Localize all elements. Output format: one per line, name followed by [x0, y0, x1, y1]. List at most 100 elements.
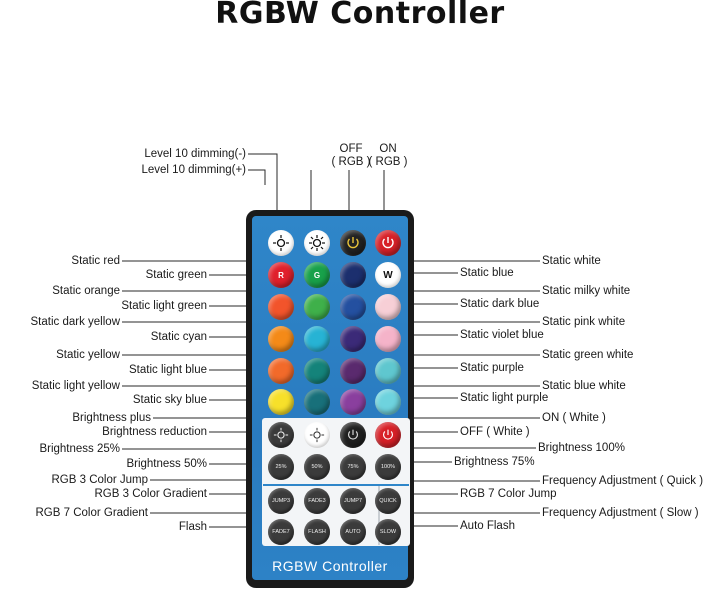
brightness-down-icon: [273, 235, 289, 251]
static-dark-yellow-button[interactable]: [268, 326, 294, 352]
static-green-white-button[interactable]: [375, 358, 401, 384]
jump7-button[interactable]: JUMP7: [340, 488, 366, 514]
label-static-green-white: Static green white: [542, 349, 634, 361]
label-static-light-green: Static light green: [121, 300, 207, 312]
jump3-button[interactable]: JUMP3: [268, 488, 294, 514]
power-icon: [382, 237, 394, 249]
static-orange-button[interactable]: [268, 294, 294, 320]
on-rgb-button[interactable]: [375, 230, 401, 256]
brightness-plus-button[interactable]: [268, 422, 294, 448]
static-pink-white-button[interactable]: [375, 326, 401, 352]
label-rgb3-gradient: RGB 3 Color Gradient: [94, 488, 208, 500]
label-auto-flash: Auto Flash: [460, 520, 515, 532]
label-brightness-reduction: Brightness reduction: [102, 426, 207, 438]
label-flash: Flash: [178, 521, 207, 533]
brightness-reduction-button[interactable]: [304, 422, 330, 448]
button-label: QUICK: [379, 498, 397, 504]
static-blue-white-button[interactable]: [375, 389, 401, 415]
flash-button[interactable]: FLASH: [304, 519, 330, 545]
label-on-rgb: ON ( RGB ): [368, 143, 408, 168]
label-static-blue-white: Static blue white: [542, 380, 626, 392]
button-label: FADE7: [272, 529, 290, 535]
brightness-up-icon: [273, 427, 289, 443]
label-static-red: Static red: [71, 255, 120, 267]
button-label: SLOW: [379, 529, 397, 535]
level-minus-button[interactable]: [268, 230, 294, 256]
power-icon: [347, 237, 359, 249]
static-light-purple-button[interactable]: [340, 389, 366, 415]
slow-button[interactable]: SLOW: [375, 519, 401, 545]
label-off-rgb: OFF ( RGB ): [331, 143, 371, 168]
static-white-button[interactable]: W: [375, 262, 401, 288]
static-light-blue-button[interactable]: [304, 358, 330, 384]
label-level-plus: Level 10 dimming(+): [141, 164, 246, 176]
off-white-button[interactable]: [340, 422, 366, 448]
panel-divider: [263, 484, 409, 486]
level-plus-button[interactable]: [304, 230, 330, 256]
static-light-green-button[interactable]: [304, 294, 330, 320]
label-static-green: Static green: [145, 269, 207, 281]
label-brightness-100: Brightness 100%: [538, 442, 625, 454]
button-label: JUMP7: [343, 498, 363, 504]
static-cyan-button[interactable]: [304, 326, 330, 352]
label-static-light-yellow: Static light yellow: [31, 380, 120, 392]
static-green-button[interactable]: G: [304, 262, 330, 288]
off-rgb-button[interactable]: [340, 230, 366, 256]
static-dark-blue-button[interactable]: [340, 294, 366, 320]
label-on-white: ON ( White ): [542, 412, 606, 424]
brightness-75-button[interactable]: 75%: [340, 454, 366, 480]
button-label: 75%: [347, 464, 359, 470]
power-icon: [347, 429, 359, 440]
label-static-violet-blue: Static violet blue: [460, 329, 544, 341]
on-white-button[interactable]: [375, 422, 401, 448]
label-static-light-purple: Static light purple: [460, 392, 549, 404]
label-brightness-50: Brightness 50%: [126, 458, 207, 470]
remote-face: R G W: [252, 216, 410, 580]
label-static-blue: Static blue: [460, 267, 514, 279]
static-violet-blue-button[interactable]: [340, 326, 366, 352]
brightness-down-icon: [309, 427, 325, 443]
label-frequency-quick: Frequency Adjustment ( Quick ): [542, 475, 704, 487]
brightness-100-button[interactable]: 100%: [375, 454, 401, 480]
label-static-dark-blue: Static dark blue: [460, 298, 540, 310]
button-label: G: [313, 270, 321, 280]
remote-brand-label: RGBW Controller: [272, 558, 388, 574]
label-static-cyan: Static cyan: [150, 331, 207, 343]
static-milky-white-button[interactable]: [375, 294, 401, 320]
label-brightness-plus: Brightness plus: [72, 412, 151, 424]
static-red-button[interactable]: R: [268, 262, 294, 288]
power-icon: [382, 429, 394, 440]
label-rgb3-jump: RGB 3 Color Jump: [51, 474, 148, 486]
static-sky-blue-button[interactable]: [304, 389, 330, 415]
label-static-orange: Static orange: [52, 285, 120, 297]
label-level-minus: Level 10 dimming(-): [144, 148, 246, 160]
label-static-pink-white: Static pink white: [542, 316, 626, 328]
panel-divider-vertical: [378, 486, 380, 545]
static-purple-button[interactable]: [340, 358, 366, 384]
label-static-yellow: Static yellow: [56, 349, 120, 361]
label-static-light-blue: Static light blue: [129, 364, 207, 376]
fade3-button[interactable]: FADE3: [304, 488, 330, 514]
button-label: R: [278, 270, 284, 280]
button-label: AUTO: [345, 529, 361, 535]
label-static-sky-blue: Static sky blue: [132, 394, 207, 406]
fade7-button[interactable]: FADE7: [268, 519, 294, 545]
brightness-up-icon: [309, 235, 325, 251]
static-yellow-button[interactable]: [268, 358, 294, 384]
brightness-50-button[interactable]: 50%: [304, 454, 330, 480]
quick-button[interactable]: QUICK: [375, 488, 401, 514]
page-title: RGBW Controller: [215, 0, 505, 31]
button-label: W: [383, 269, 393, 281]
label-static-milky-white: Static milky white: [542, 285, 631, 297]
button-label: FLASH: [308, 529, 326, 535]
button-label: FADE3: [308, 498, 326, 504]
auto-button[interactable]: AUTO: [340, 519, 366, 545]
brightness-25-button[interactable]: 25%: [268, 454, 294, 480]
static-light-yellow-button[interactable]: [268, 389, 294, 415]
label-brightness-25: Brightness 25%: [39, 443, 120, 455]
button-label: JUMP3: [271, 498, 291, 504]
label-static-dark-yellow: Static dark yellow: [30, 316, 120, 328]
label-static-purple: Static purple: [460, 362, 524, 374]
static-blue-button[interactable]: [340, 262, 366, 288]
remote-control: R G W: [246, 210, 414, 588]
